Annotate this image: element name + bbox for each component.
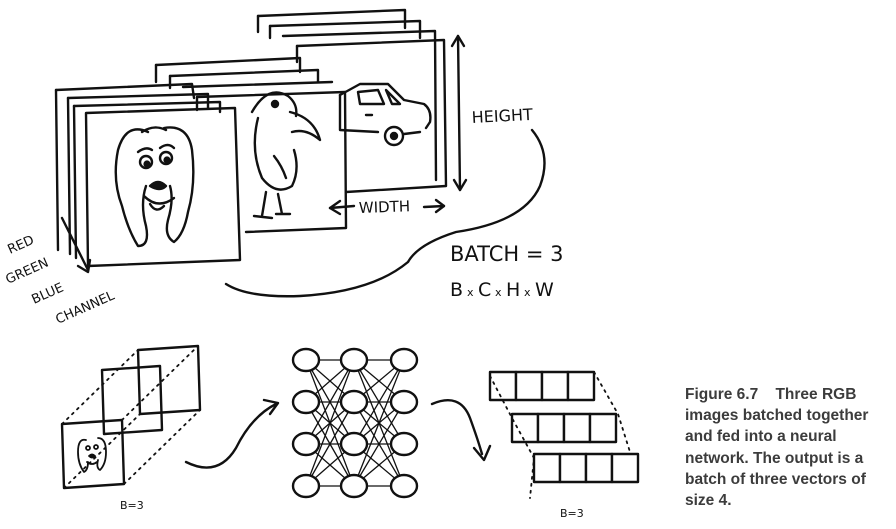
shape-b: B xyxy=(450,279,463,301)
network-node xyxy=(389,431,419,457)
output-batch xyxy=(488,370,640,484)
output-vector-cell xyxy=(584,452,614,484)
bird-image-stack xyxy=(154,56,348,234)
network-connection xyxy=(353,359,405,445)
dog-image-stack xyxy=(54,82,242,268)
output-vector-cell xyxy=(610,452,640,484)
network-connection xyxy=(305,359,355,487)
shape-times-2: x xyxy=(495,286,502,299)
figure-caption: Figure 6.7 Three RGB images batched toge… xyxy=(685,384,890,511)
output-vector-cell xyxy=(562,412,592,444)
output-vector-cell xyxy=(488,370,518,402)
output-vector-cell xyxy=(510,412,540,444)
channel-blue-label: BLUE xyxy=(30,280,66,307)
bird-drawing xyxy=(250,91,322,220)
network-node xyxy=(291,389,321,415)
network-node xyxy=(389,347,419,373)
batch-brace xyxy=(224,128,546,298)
shape-times-1: x xyxy=(467,286,474,299)
arrow-to-output xyxy=(430,399,484,456)
input-batch-label: B=3 xyxy=(120,499,144,512)
network-node xyxy=(339,473,369,499)
neural-network xyxy=(291,347,419,499)
network-node xyxy=(339,389,369,415)
output-vector-cell xyxy=(536,412,566,444)
output-batch-label: B=3 xyxy=(560,507,584,520)
output-vector-cell xyxy=(588,412,618,444)
output-vector-cell xyxy=(540,370,570,402)
shape-c: C xyxy=(478,279,491,301)
batch-label: BATCH = 3 xyxy=(450,242,564,266)
shape-h: H xyxy=(506,279,520,301)
width-arrow-right xyxy=(422,198,446,214)
network-connection xyxy=(305,359,355,445)
network-connection xyxy=(353,401,405,487)
network-node xyxy=(291,473,321,499)
network-node xyxy=(389,389,419,415)
input-batch xyxy=(60,344,202,490)
channel-red-label: RED xyxy=(6,233,37,258)
width-label: WIDTH xyxy=(359,197,411,217)
output-vector-cell xyxy=(532,452,562,484)
mini-dog-drawing xyxy=(77,437,107,473)
shape-times-3: x xyxy=(524,286,531,299)
car-drawing xyxy=(338,82,432,147)
network-connection xyxy=(305,401,355,487)
channel-arrow xyxy=(60,216,92,274)
figure-caption-text: Three RGB images batched together and fe… xyxy=(685,386,869,510)
network-node xyxy=(291,347,321,373)
output-vector-cell xyxy=(514,370,544,402)
network-node xyxy=(339,431,369,457)
shape-formula: B x C x H x W xyxy=(450,279,554,301)
shape-w: W xyxy=(535,279,554,301)
network-node xyxy=(291,431,321,457)
arrow-to-network xyxy=(184,402,278,469)
network-node xyxy=(339,347,369,373)
width-arrow-left xyxy=(328,199,356,216)
network-connection xyxy=(353,359,405,487)
height-arrow xyxy=(450,34,468,192)
network-node xyxy=(389,473,419,499)
channel-green-label: GREEN xyxy=(4,256,51,288)
dog-drawing xyxy=(114,126,195,248)
figure-label: Figure 6.7 xyxy=(685,386,759,403)
height-label: HEIGHT xyxy=(471,105,533,127)
car-image-stack xyxy=(256,8,448,194)
output-vector-cell xyxy=(566,370,596,402)
output-vector-cell xyxy=(558,452,588,484)
